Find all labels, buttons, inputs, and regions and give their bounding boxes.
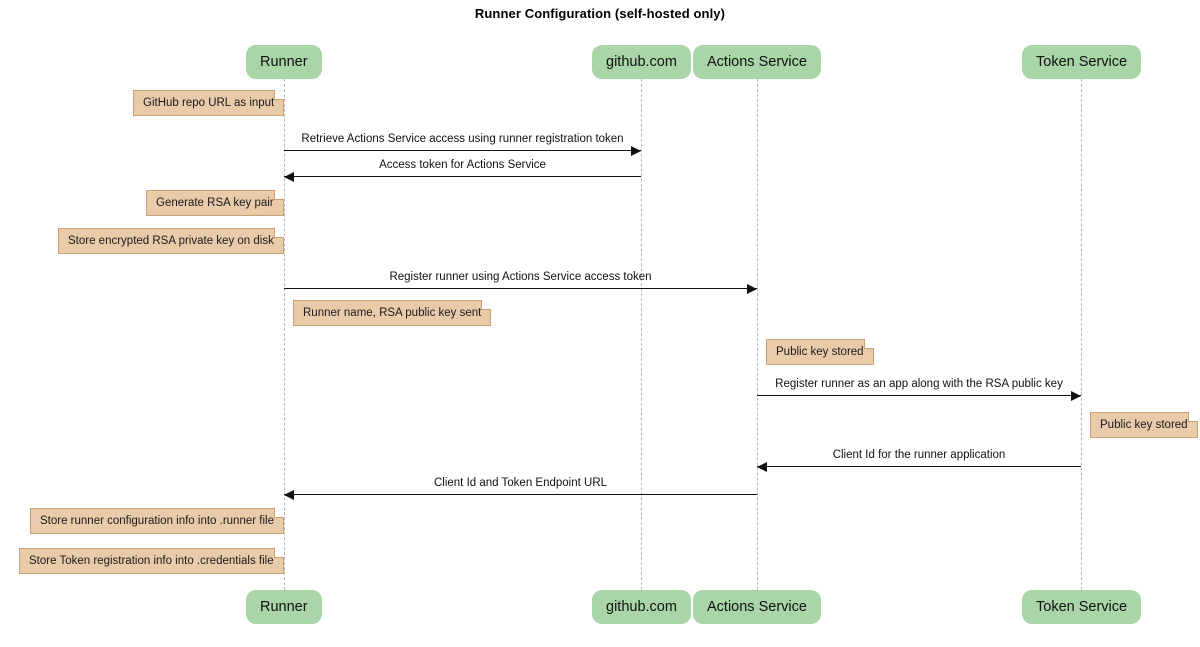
msg-client-id-token-endpoint-arrowhead	[284, 490, 294, 500]
participant-label: Token Service	[1036, 54, 1128, 70]
note-public-key-stored-actions: Public key stored	[766, 339, 874, 365]
msg-access-token-for-actions-line	[284, 176, 641, 177]
note-fold-corner-icon	[273, 508, 284, 518]
lifeline-actions	[757, 79, 758, 590]
note-fold-corner-icon	[274, 90, 285, 100]
msg-register-runner-label: Register runner using Actions Service ac…	[389, 271, 652, 283]
note-text: Public key stored	[1100, 419, 1188, 431]
note-text: Store runner configuration info into .ru…	[40, 515, 274, 527]
note-fold-corner-icon	[1187, 412, 1198, 422]
msg-retrieve-actions-access-arrowhead	[631, 146, 641, 156]
participant-runner-bottom[interactable]: Runner	[246, 590, 322, 624]
msg-register-runner-as-app-arrowhead	[1071, 391, 1081, 401]
participant-label: github.com	[606, 54, 677, 70]
msg-register-runner-as-app-line	[757, 395, 1081, 396]
note-fold-corner-icon	[481, 300, 492, 310]
msg-register-runner-line	[284, 288, 757, 289]
participant-runner-top[interactable]: Runner	[246, 45, 322, 79]
participant-label: Runner	[260, 54, 308, 70]
msg-client-id-for-runner-app-line	[757, 466, 1081, 467]
participant-github-bottom[interactable]: github.com	[592, 590, 691, 624]
participant-label: Actions Service	[707, 54, 807, 70]
note-store-encrypted-private-key: Store encrypted RSA private key on disk	[58, 228, 284, 254]
msg-retrieve-actions-access-line	[284, 150, 641, 151]
note-text: Public key stored	[776, 346, 864, 358]
note-fold-corner-icon	[273, 228, 284, 238]
participant-label: github.com	[606, 599, 677, 615]
note-store-token-registration: Store Token registration info into .cred…	[19, 548, 284, 574]
participant-actions-bottom[interactable]: Actions Service	[693, 590, 821, 624]
note-text: Store encrypted RSA private key on disk	[68, 235, 274, 247]
note-text: GitHub repo URL as input	[143, 97, 275, 109]
lifeline-runner	[284, 79, 285, 590]
note-runner-name-public-key-sent: Runner name, RSA public key sent	[293, 300, 492, 326]
msg-register-runner-arrowhead	[747, 284, 757, 294]
note-store-runner-config: Store runner configuration info into .ru…	[30, 508, 284, 534]
note-fold-corner-icon	[863, 339, 874, 349]
note-text: Store Token registration info into .cred…	[29, 555, 274, 567]
note-public-key-stored-token: Public key stored	[1090, 412, 1198, 438]
msg-access-token-for-actions-label: Access token for Actions Service	[379, 159, 546, 171]
msg-register-runner-as-app-label: Register runner as an app along with the…	[775, 378, 1063, 390]
page-title: Runner Configuration (self-hosted only)	[474, 6, 726, 21]
msg-access-token-for-actions-arrowhead	[284, 172, 294, 182]
participant-token-top[interactable]: Token Service	[1022, 45, 1142, 79]
note-fold-corner-icon	[273, 190, 284, 200]
msg-client-id-token-endpoint-line	[284, 494, 757, 495]
note-text: Generate RSA key pair	[156, 197, 274, 209]
lifeline-token	[1081, 79, 1082, 590]
participant-label: Runner	[260, 599, 308, 615]
participant-actions-top[interactable]: Actions Service	[693, 45, 821, 79]
note-fold-corner-icon	[273, 548, 284, 558]
participant-label: Actions Service	[707, 599, 807, 615]
participant-label: Token Service	[1036, 599, 1128, 615]
participant-token-bottom[interactable]: Token Service	[1022, 590, 1142, 624]
msg-retrieve-actions-access-label: Retrieve Actions Service access using ru…	[301, 133, 624, 145]
note-github-repo-url: GitHub repo URL as input	[133, 90, 285, 116]
msg-client-id-for-runner-app-arrowhead	[757, 462, 767, 472]
note-text: Runner name, RSA public key sent	[303, 307, 482, 319]
msg-client-id-token-endpoint-label: Client Id and Token Endpoint URL	[433, 477, 608, 489]
lifeline-github	[641, 79, 642, 590]
participant-github-top[interactable]: github.com	[592, 45, 691, 79]
msg-client-id-for-runner-app-label: Client Id for the runner application	[832, 449, 1006, 461]
note-generate-rsa-key-pair: Generate RSA key pair	[146, 190, 284, 216]
